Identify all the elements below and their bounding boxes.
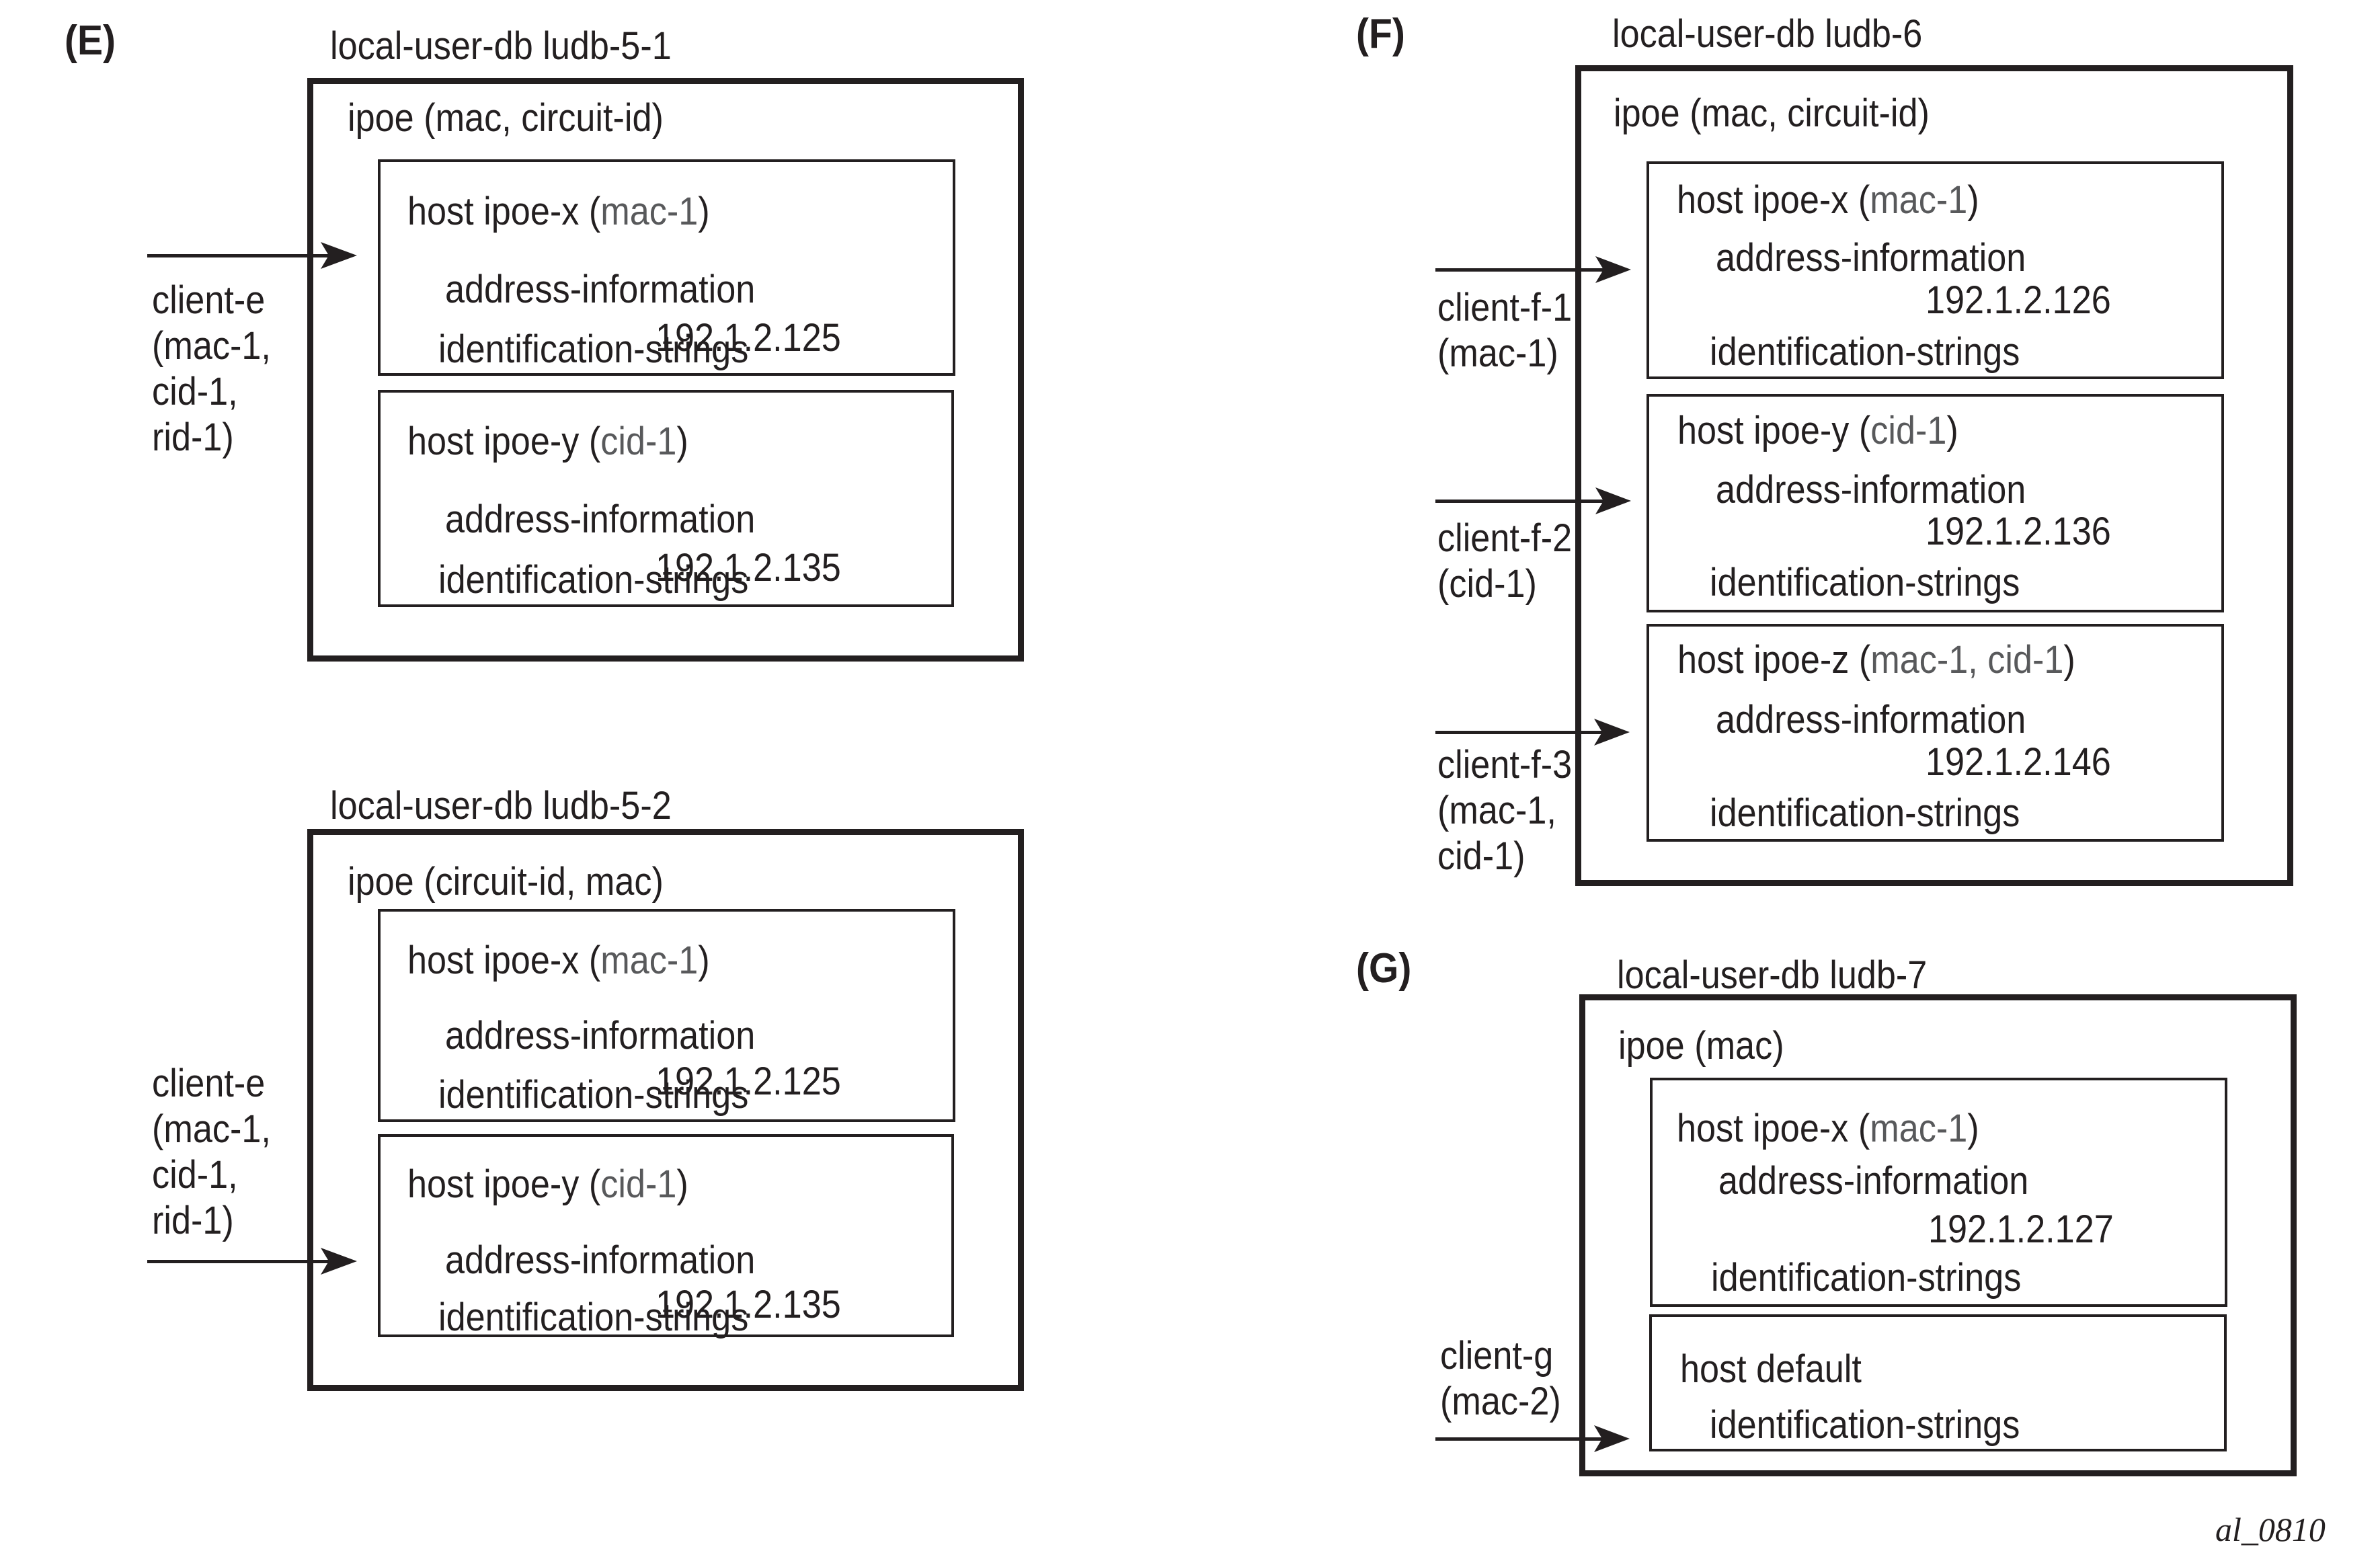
host-key: mac-1 [600, 939, 699, 982]
db-title: local-user-db ludb-7 [1617, 953, 1928, 997]
identification-strings-label: identification-strings [1711, 1256, 2022, 1300]
address-information-label: address-information [1716, 698, 2026, 742]
ip-address: 192.1.2.125 [656, 316, 841, 360]
ip-address: 192.1.2.127 [1928, 1207, 2114, 1251]
host-key: cid-1 [600, 1162, 677, 1206]
host-label: host ipoe-x (mac-1) [1677, 1107, 1979, 1150]
host-key: mac-1 [600, 190, 699, 233]
client-name: client-e [152, 1062, 266, 1105]
ipoe-label: ipoe (circuit-id, mac) [348, 860, 664, 904]
arrowhead-icon [1595, 487, 1631, 514]
client-label: client-f-2 (cid-1) [1437, 516, 1572, 607]
ipoe-label: ipoe (mac, circuit-id) [1614, 91, 1930, 135]
host-box-default [1649, 1314, 2227, 1451]
client-label: client-f-1 (mac-1) [1437, 285, 1572, 376]
host-box [1647, 624, 2224, 842]
client-attr: (mac-1, [152, 324, 271, 368]
client-attr: rid-1) [152, 1199, 234, 1242]
host-label: host ipoe-y (cid-1) [407, 420, 688, 463]
address-information-label: address-information [445, 1014, 756, 1058]
client-name: client-g [1440, 1334, 1554, 1378]
address-information-label: address-information [445, 497, 756, 541]
host-default-label: host default [1680, 1347, 1862, 1391]
host-label: host ipoe-x (mac-1) [407, 939, 710, 982]
client-label: client-e (mac-1, cid-1, rid-1) [152, 278, 271, 461]
host-label: host ipoe-y (cid-1) [407, 1162, 688, 1206]
host-box [378, 909, 955, 1122]
local-user-db-box [307, 78, 1024, 662]
client-name: client-f-2 [1437, 516, 1573, 560]
ip-address: 192.1.2.135 [656, 546, 841, 590]
client-attr: rid-1) [152, 415, 234, 459]
db-title: local-user-db ludb-5-2 [330, 784, 672, 828]
host-key: cid-1 [600, 420, 677, 463]
identification-strings-label: identification-strings [438, 1295, 749, 1339]
ip-address: 192.1.2.135 [656, 1283, 841, 1326]
panel-label-g: (G) [1356, 945, 1412, 992]
local-user-db-box [1579, 994, 2297, 1476]
address-information-label: address-information [1716, 236, 2026, 280]
identification-strings-label: identification-strings [1710, 791, 2020, 835]
client-label: client-g (mac-2) [1440, 1333, 1561, 1425]
figure-id: al_0810 [2215, 1511, 2326, 1548]
arrowhead-icon [321, 242, 357, 269]
client-attr: (cid-1) [1437, 562, 1537, 606]
ip-address: 192.1.2.126 [1926, 278, 2111, 322]
host-label: host ipoe-z (mac-1, cid-1) [1677, 638, 2075, 682]
local-user-db-box [307, 829, 1024, 1391]
identification-strings-label: identification-strings [1710, 330, 2020, 374]
host-label: host ipoe-y (cid-1) [1677, 409, 1958, 452]
client-label: client-f-3 (mac-1, cid-1) [1437, 742, 1572, 879]
arrowhead-icon [1594, 719, 1630, 746]
client-name: client-f-3 [1437, 743, 1573, 787]
host-box [378, 159, 955, 376]
panel-label-e: (E) [65, 17, 116, 64]
client-label: client-e (mac-1, cid-1, rid-1) [152, 1061, 271, 1244]
host-box [1650, 1078, 2227, 1307]
client-attr: (mac-1) [1437, 331, 1558, 375]
identification-strings-label: identification-strings [1710, 561, 2020, 604]
client-attr: cid-1, [152, 1153, 238, 1197]
client-attr: (mac-1, [152, 1107, 271, 1151]
host-box [1647, 394, 2224, 612]
ip-address: 192.1.2.125 [656, 1060, 841, 1103]
host-key: mac-1, cid-1 [1870, 638, 2064, 682]
client-name: client-f-1 [1437, 286, 1573, 329]
host-box [378, 390, 954, 607]
panel-label-f: (F) [1356, 11, 1405, 57]
address-information-label: address-information [1718, 1159, 2029, 1203]
host-key: cid-1 [1870, 409, 1947, 452]
arrowhead-icon [321, 1248, 357, 1275]
ip-address: 192.1.2.136 [1926, 510, 2111, 553]
host-label: host ipoe-x (mac-1) [1677, 178, 1979, 222]
address-information-label: address-information [1716, 468, 2026, 512]
client-attr: (mac-1, [1437, 789, 1556, 832]
address-information-label: address-information [445, 268, 756, 311]
client-attr: cid-1) [1437, 834, 1525, 878]
db-title: local-user-db ludb-5-1 [330, 24, 672, 68]
host-key: mac-1 [1870, 178, 1968, 222]
client-attr: (mac-2) [1440, 1380, 1561, 1423]
identification-strings-label: identification-strings [438, 1073, 749, 1117]
ipoe-label: ipoe (mac) [1618, 1024, 1784, 1068]
identification-strings-label: identification-strings [1710, 1403, 2020, 1447]
identification-strings-label: identification-strings [438, 327, 749, 371]
host-box [1647, 161, 2224, 379]
ip-address: 192.1.2.146 [1926, 740, 2111, 784]
host-label: host ipoe-x (mac-1) [407, 190, 710, 233]
address-information-label: address-information [445, 1238, 756, 1282]
host-box [378, 1134, 954, 1337]
ipoe-label: ipoe (mac, circuit-id) [348, 96, 664, 140]
host-key: mac-1 [1870, 1107, 1968, 1150]
identification-strings-label: identification-strings [438, 558, 749, 602]
client-name: client-e [152, 278, 266, 322]
local-user-db-box [1575, 65, 2293, 886]
db-title: local-user-db ludb-6 [1612, 12, 1923, 56]
client-attr: cid-1, [152, 370, 238, 413]
